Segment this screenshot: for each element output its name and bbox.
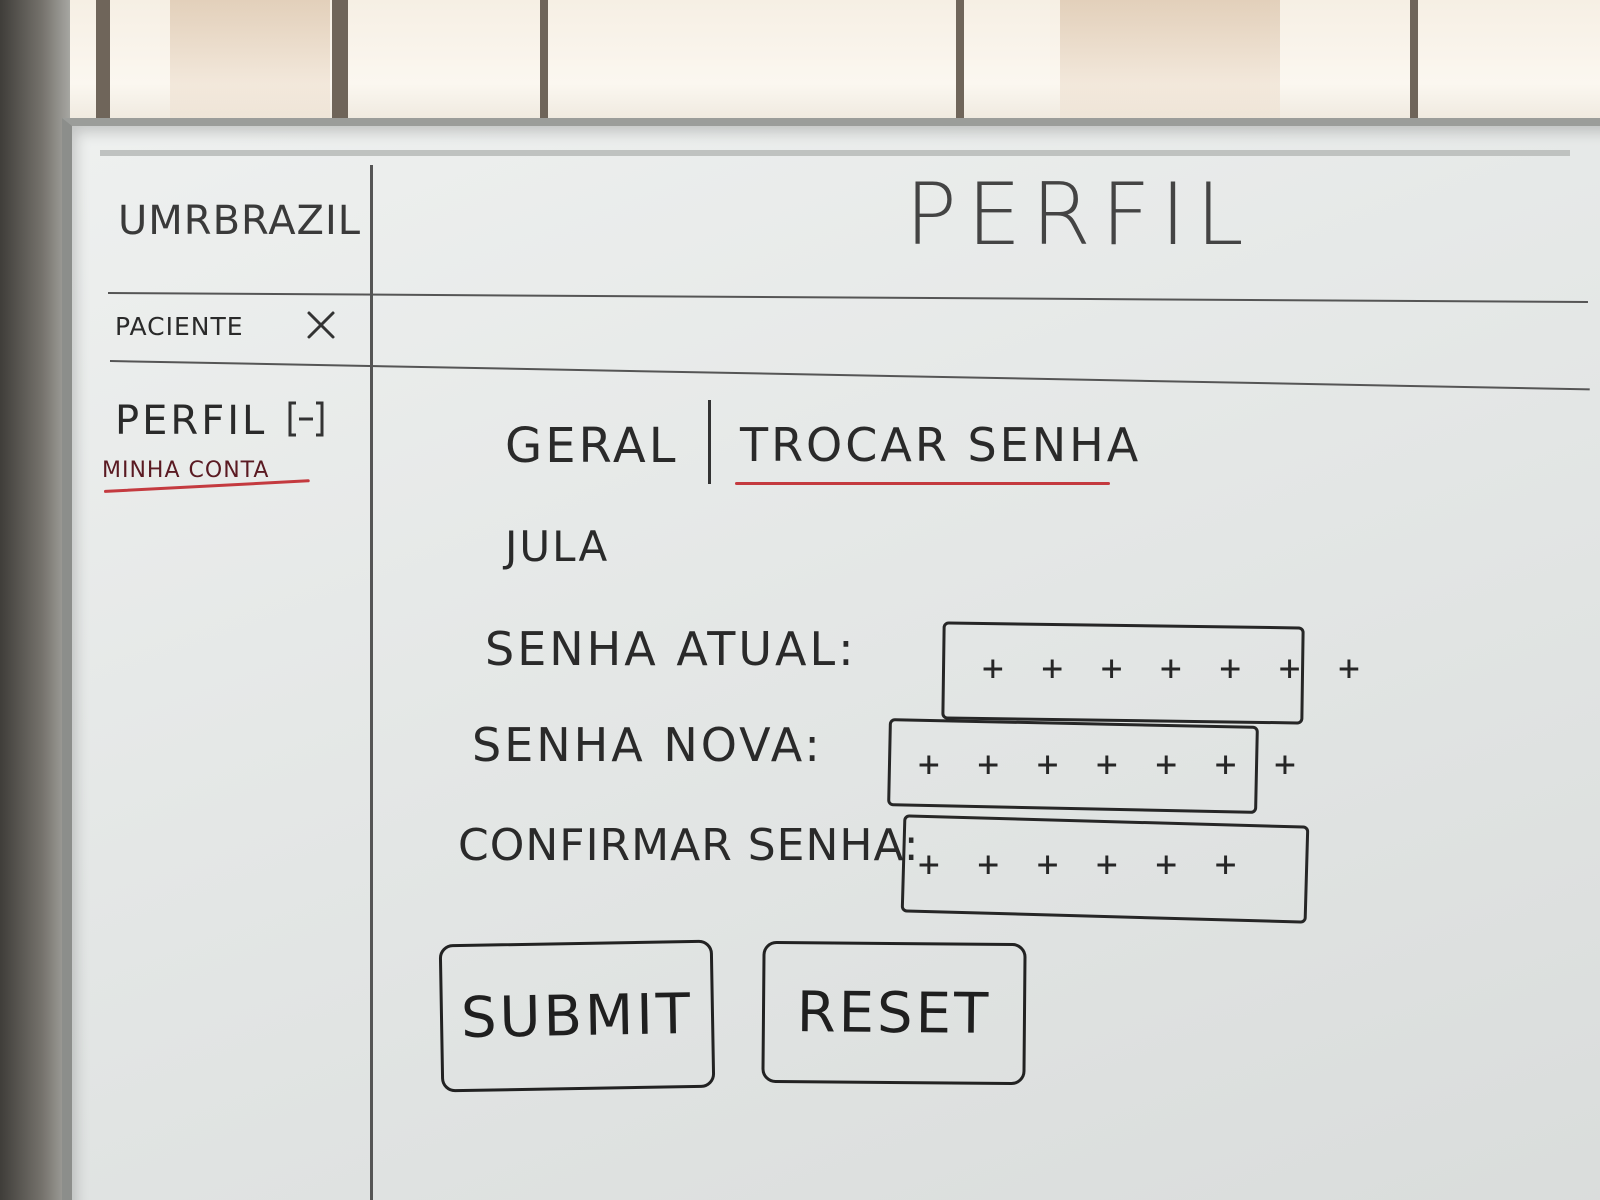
board-edge <box>100 150 1570 156</box>
tab-separator <box>708 400 711 484</box>
app-logo[interactable]: UMRBRAZIL <box>118 198 362 244</box>
submit-button[interactable]: SUBMIT <box>438 939 716 1093</box>
close-icon[interactable] <box>306 310 336 340</box>
page-title: PERFIL <box>905 165 1254 265</box>
current-password-label: SENHA ATUAL: <box>485 622 857 676</box>
user-name: JULA <box>505 522 610 571</box>
curtain-left <box>170 0 330 120</box>
collapse-minus-icon[interactable] <box>286 400 326 438</box>
new-password-value: + + + + + + + <box>918 744 1304 785</box>
tab-trocar-senha[interactable]: TROCAR SENHA <box>740 418 1142 472</box>
confirm-password-label: CONFIRMAR SENHA: <box>458 820 920 871</box>
reset-button[interactable]: RESET <box>761 940 1027 1086</box>
wall <box>0 0 70 1200</box>
sidebar-item-minha-conta[interactable]: MINHA CONTA <box>102 458 270 483</box>
sidebar-section-perfil[interactable]: PERFIL <box>115 398 268 444</box>
open-tab-paciente[interactable]: PACIENTE <box>115 312 244 341</box>
tab-geral[interactable]: GERAL <box>505 418 679 474</box>
sidebar-divider <box>370 165 373 1200</box>
curtain-right <box>1060 0 1280 120</box>
window-frame-bar <box>96 0 110 135</box>
confirm-password-value: + + + + + + <box>918 844 1245 885</box>
window-frame-bar <box>956 0 964 135</box>
new-password-label: SENHA NOVA: <box>472 718 823 772</box>
window-frame-bar <box>540 0 548 135</box>
current-password-value: + + + + + + + <box>982 648 1368 689</box>
window-background <box>0 0 1600 140</box>
window-frame-bar <box>332 0 348 135</box>
active-tab-underline <box>735 482 1110 485</box>
window-frame-bar <box>1410 0 1418 135</box>
